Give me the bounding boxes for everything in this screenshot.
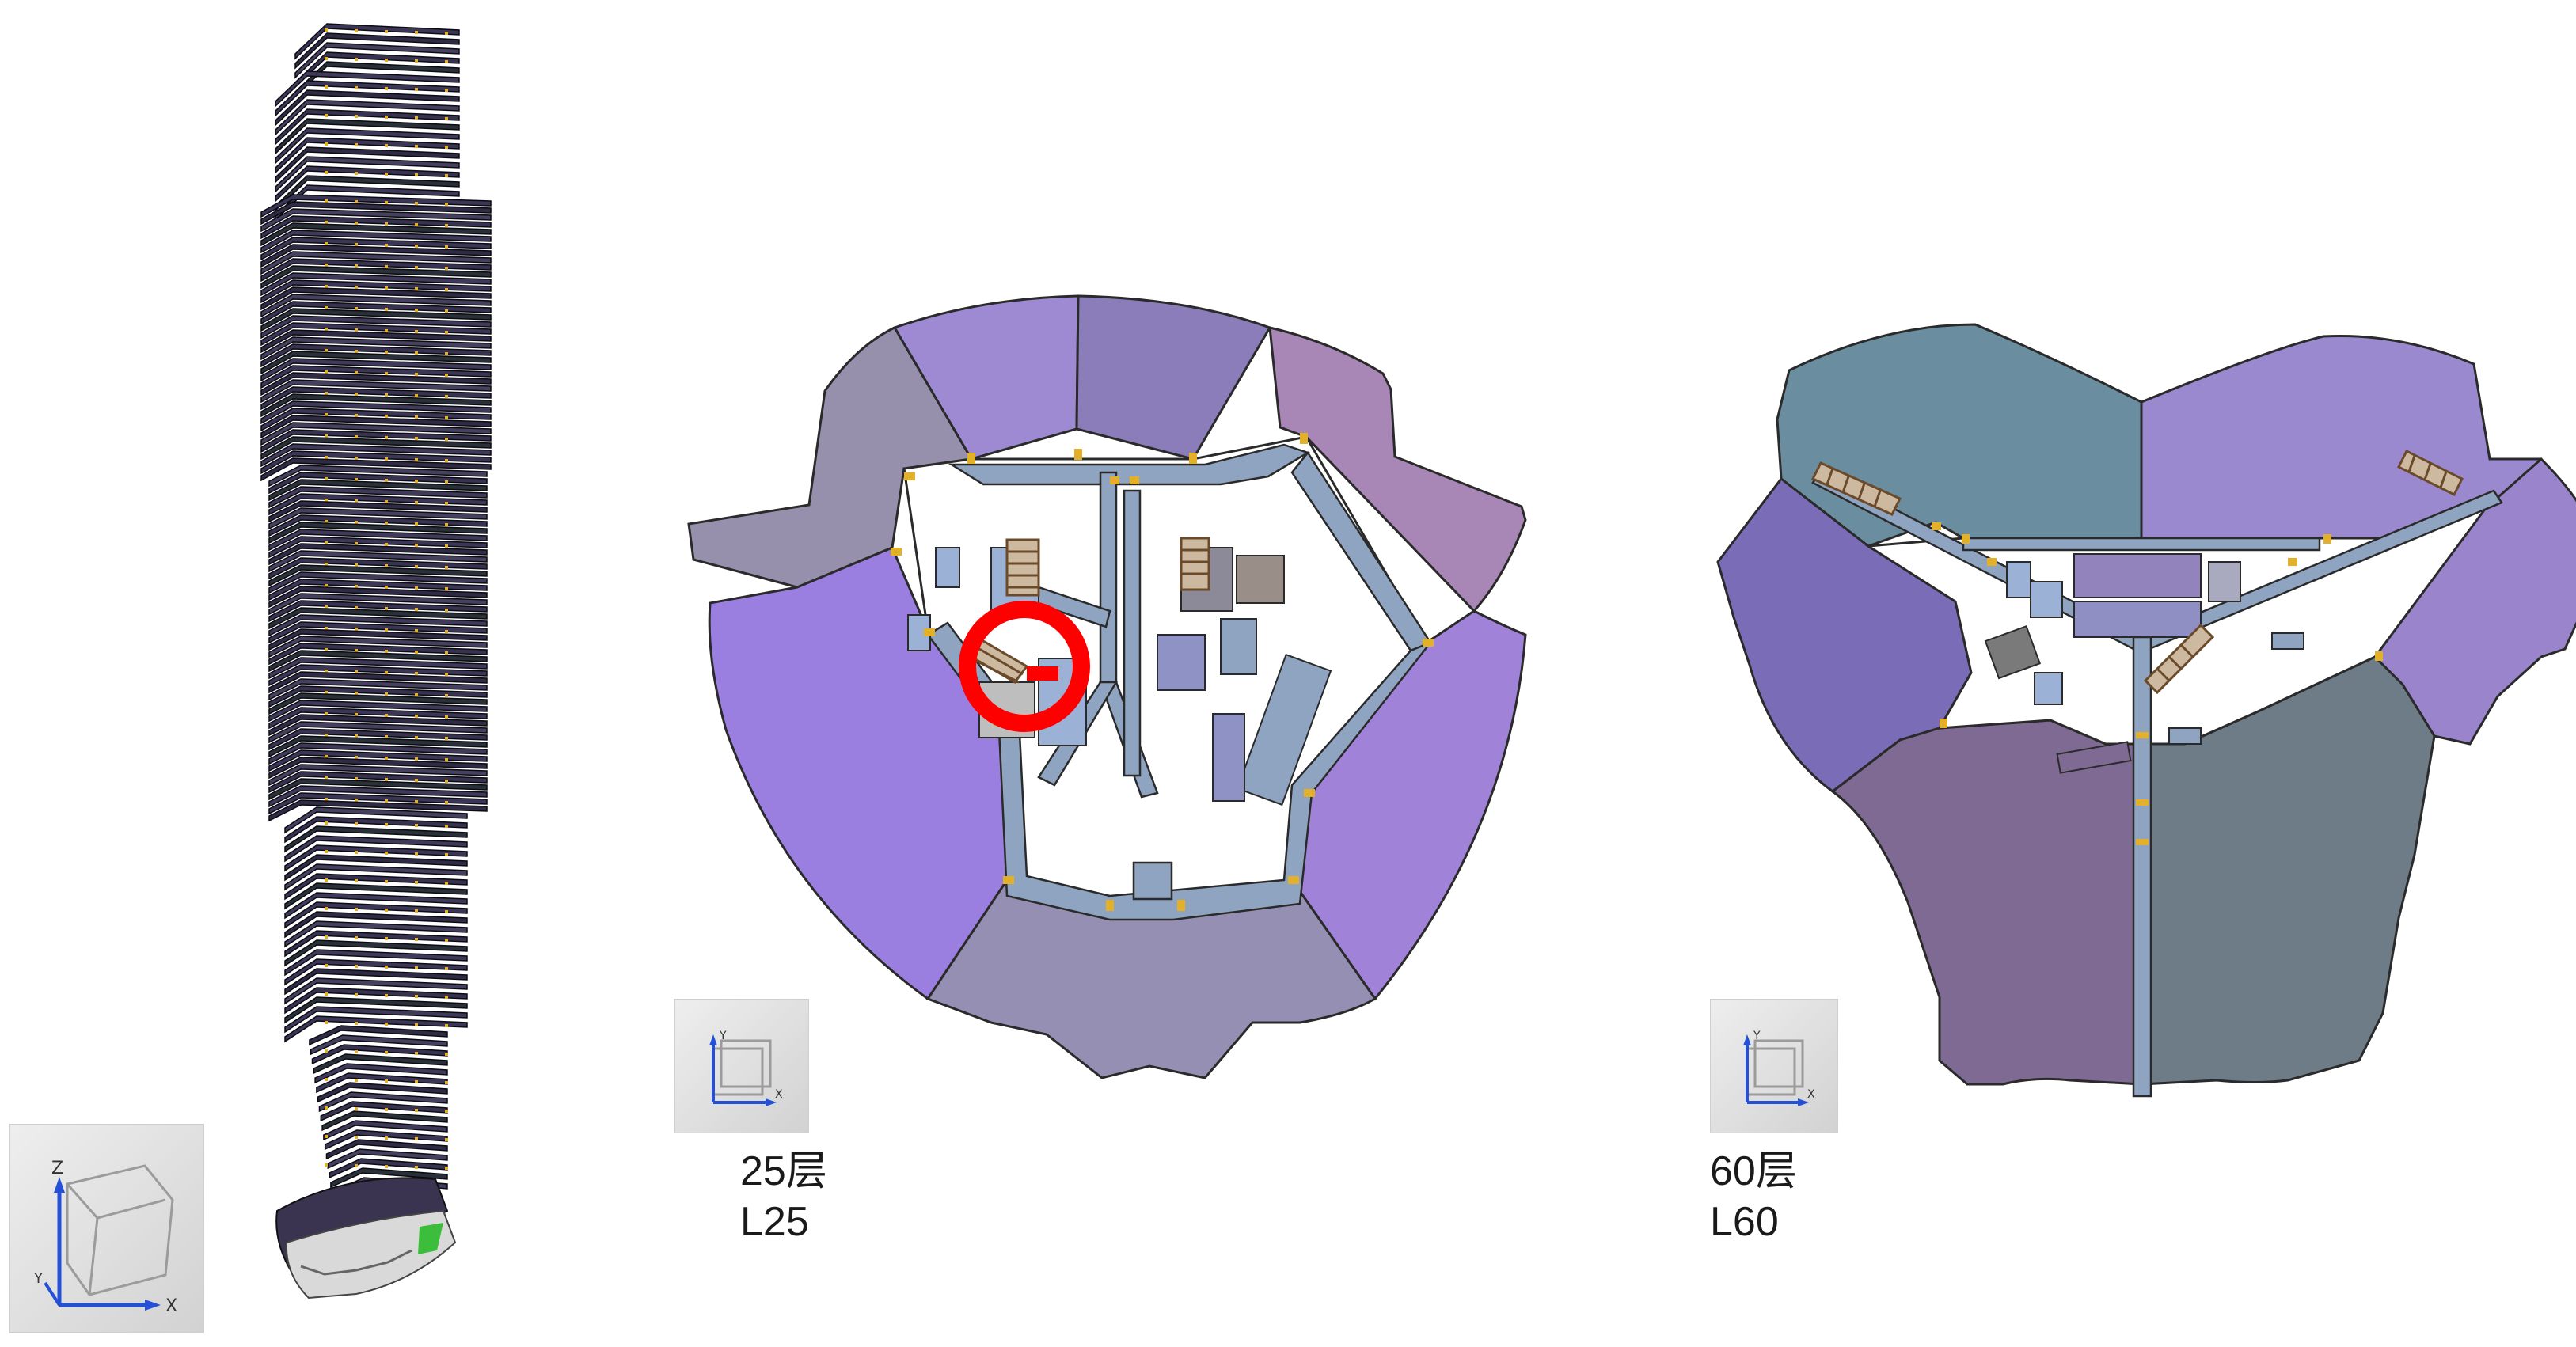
caption-l25-floor-cn: 25层 — [740, 1148, 827, 1194]
y-axis-label: Y — [33, 1270, 44, 1287]
xy-axis-icon: Y X — [709, 1030, 783, 1106]
x-axis-label: X — [775, 1088, 783, 1101]
tower-3d-view — [230, 8, 530, 1338]
zone-northeast — [1268, 326, 1527, 613]
z-axis-label: Z — [51, 1159, 63, 1178]
caption-l25-floor-code: L25 — [740, 1199, 809, 1245]
x-axis-label: X — [1807, 1088, 1815, 1101]
zone-south-right — [2140, 655, 2436, 1086]
zone-south — [925, 878, 1377, 1079]
tower-3d-model — [260, 23, 492, 1300]
zone-southeast — [1290, 609, 1527, 1001]
stair-icons — [1810, 449, 2464, 695]
caption-l60-floor-cn: 60层 — [1710, 1148, 1797, 1194]
highlight-circle — [959, 601, 1090, 732]
highlighted-element — [1027, 666, 1058, 681]
zone-south-left — [1830, 719, 2143, 1086]
corridor-network — [926, 443, 1434, 921]
floor-plan-l25-drawing — [687, 294, 1527, 1079]
xyz-axis-icon: Z Y X — [33, 1159, 177, 1316]
zone-southwest — [708, 546, 1009, 1001]
floor-plan-l25 — [667, 286, 1564, 1117]
y-axis-label: Y — [719, 1030, 727, 1042]
caption-l25: 25层 L25 — [740, 1146, 827, 1247]
zone-north-right — [1075, 294, 1272, 461]
caption-l60: 60层 L60 — [1710, 1146, 1797, 1247]
axis-gizmo-l25[interactable]: Y X — [674, 999, 809, 1133]
door-markers — [1932, 522, 2383, 845]
floor-plan-l60-drawing — [1716, 323, 2576, 1098]
tower-base-podium — [275, 1177, 457, 1300]
axis-gizmo-l60[interactable]: Y X — [1710, 999, 1838, 1133]
caption-l60-floor-code: L60 — [1710, 1199, 1779, 1245]
axis-gizmo-3d[interactable]: Z Y X — [9, 1124, 204, 1333]
xy-axis-icon: Y X — [1743, 1030, 1815, 1106]
floor-plan-l60 — [1702, 301, 2576, 1108]
y-axis-label: Y — [1753, 1030, 1761, 1042]
x-axis-label: X — [165, 1296, 177, 1316]
core-rooms — [1984, 553, 2304, 774]
zone-north-right — [2140, 334, 2551, 563]
zone-north-left — [1776, 323, 2143, 548]
tower-floor-stack — [260, 23, 492, 1198]
stair-icons — [965, 537, 1210, 684]
